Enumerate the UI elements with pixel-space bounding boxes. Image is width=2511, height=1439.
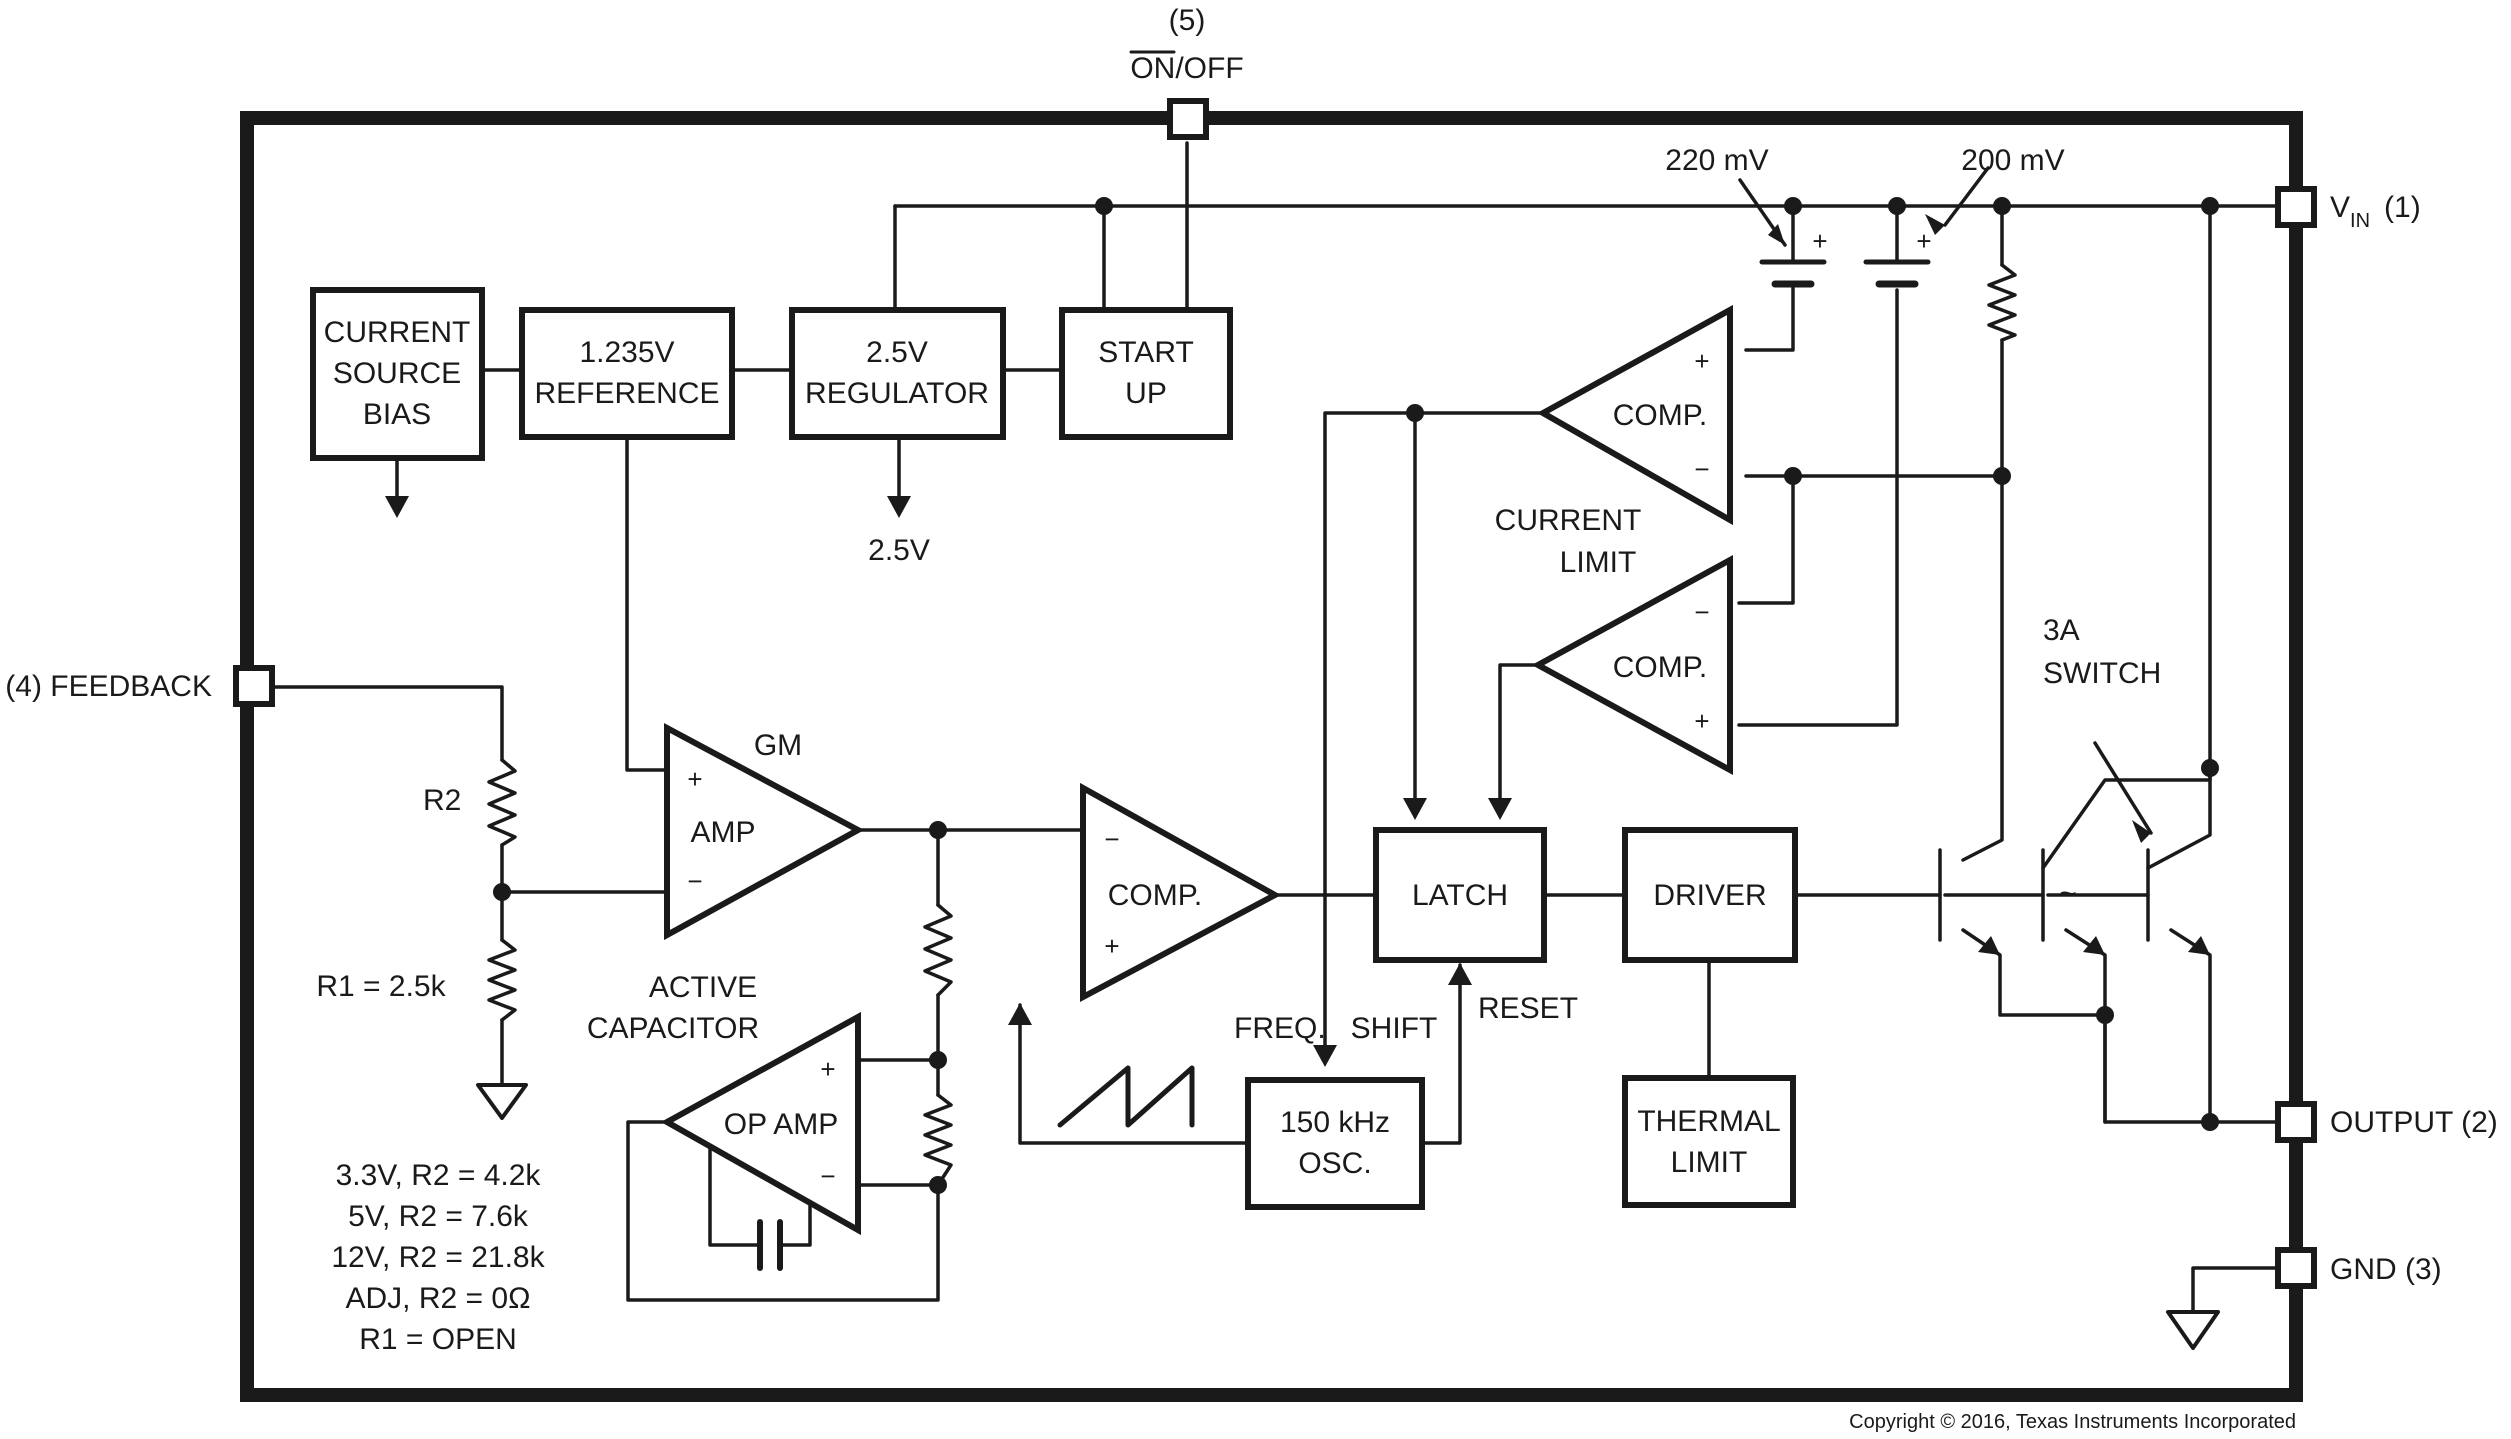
block-reference (519, 307, 735, 440)
junctions (493, 197, 2219, 1194)
resistor-active-cap-bottom (923, 1093, 953, 1187)
comp-mid-minus: − (1694, 597, 1709, 627)
reference-200mv-label: 200 mV (1961, 144, 2064, 177)
bias-line-2: SOURCE (333, 357, 461, 390)
latch-label: LATCH (1412, 879, 1508, 912)
pin-5-on-off (1167, 98, 1209, 140)
bias-line-3: BIAS (363, 398, 431, 431)
pin-1-vin (2275, 186, 2317, 228)
op-amp (660, 1011, 861, 1236)
switch-line-2: SWITCH (2043, 657, 2161, 690)
driver-label: DRIVER (1653, 879, 1766, 912)
comp-mid-label: COMP. (1613, 651, 1707, 684)
block-driver (1622, 827, 1798, 963)
switch-line-1: 3A (2043, 614, 2080, 647)
comp-top-minus: − (1694, 454, 1709, 484)
comp-main-minus: − (1104, 824, 1119, 854)
battery-220-plus: + (1812, 226, 1827, 256)
pin-2-label: OUTPUT (2) (2330, 1106, 2498, 1139)
block-oscillator (1245, 1077, 1425, 1210)
reference-line-1: 1.235V (579, 336, 674, 369)
comp-mid-plus: + (1694, 706, 1709, 736)
config-row-5: R1 = OPEN (359, 1323, 517, 1356)
thermal-line-2: LIMIT (1671, 1146, 1748, 1179)
comp-top-label: COMP. (1613, 399, 1707, 432)
resistors (487, 263, 2017, 1187)
block-current-source-bias (310, 287, 485, 461)
resistor-r1 (487, 938, 517, 1022)
battery-200-plus: + (1916, 226, 1931, 256)
op-amp-plus: + (820, 1054, 835, 1084)
start-up-line-1: START (1098, 336, 1194, 369)
pin-2-output (2275, 1101, 2317, 1143)
block-regulator (789, 307, 1006, 440)
pin-3-gnd (2275, 1247, 2317, 1289)
regulator-line-1: 2.5V (866, 336, 928, 369)
resistor-active-cap-top (923, 903, 953, 997)
block-latch (1373, 827, 1547, 963)
regulator-line-2: REGULATOR (805, 377, 989, 410)
config-row-4: ADJ, R2 = 0Ω (346, 1282, 531, 1315)
darlington-tilde: ~ (2059, 877, 2077, 910)
current-limit-line-1: CURRENT (1495, 504, 1642, 537)
thermal-line-1: THERMAL (1637, 1105, 1780, 1138)
gm-amplifier (664, 722, 865, 941)
comp-main-label: COMP. (1108, 879, 1202, 912)
osc-line-2: OSC. (1298, 1147, 1371, 1180)
config-row-2: 5V, R2 = 7.6k (348, 1200, 529, 1233)
regulator-output-label: 2.5V (868, 534, 930, 567)
active-capacitor-line-1: ACTIVE (649, 971, 757, 1004)
config-row-1: 3.3V, R2 = 4.2k (336, 1159, 542, 1192)
current-limit-line-2: LIMIT (1560, 546, 1637, 579)
reference-220mv-label: 220 mV (1665, 144, 1768, 177)
comparator-pwm (1080, 782, 1282, 1002)
pin-3-label: GND (3) (2330, 1253, 2442, 1286)
gm-amp-label: AMP (690, 816, 755, 849)
block-thermal-limit (1622, 1075, 1796, 1208)
battery-200mv (1863, 259, 1931, 288)
sawtooth-waveform (1057, 1065, 1195, 1128)
op-amp-label: OP AMP (724, 1108, 839, 1141)
comparator-current-limit-bottom (1531, 554, 1733, 776)
block-start-up (1059, 307, 1233, 440)
reset-label: RESET (1478, 992, 1578, 1025)
pin-4-feedback (233, 665, 275, 707)
bias-line-1: CURRENT (324, 316, 471, 349)
resistor-sense (1987, 263, 2017, 342)
reference-line-2: REFERENCE (534, 377, 719, 410)
pin-4-label: (4) FEEDBACK (5, 670, 212, 703)
gm-label: GM (754, 729, 802, 762)
pin-1-label: VIN(1) (2330, 191, 2421, 232)
resistor-r2 (487, 758, 517, 847)
start-up-line-2: UP (1125, 377, 1167, 410)
gm-amp-plus: + (687, 764, 702, 794)
op-amp-minus: − (820, 1161, 835, 1191)
r1-label: R1 = 2.5k (316, 970, 446, 1003)
copyright: Copyright © 2016, Texas Instruments Inco… (1849, 1411, 2296, 1433)
config-row-3: 12V, R2 = 21.8k (331, 1241, 545, 1274)
pin-5-label: ON/OFF (1130, 52, 1243, 85)
comp-top-plus: + (1694, 346, 1709, 376)
osc-line-1: 150 kHz (1280, 1106, 1390, 1139)
battery-220mv (1759, 259, 1827, 288)
wiring (270, 141, 2280, 1314)
r2-label: R2 (423, 784, 461, 817)
gm-amp-minus: − (687, 866, 702, 896)
active-capacitor-line-2: CAPACITOR (587, 1012, 759, 1045)
comp-main-plus: + (1104, 931, 1119, 961)
capacitor-op-amp (757, 1219, 783, 1271)
comparator-current-limit-top (1536, 304, 1733, 526)
ic-package-outline (240, 111, 2303, 1402)
freq-shift-label: FREQ. SHIFT (1234, 1012, 1437, 1045)
ground-symbol-feedback (476, 1083, 528, 1120)
ground-symbol-gnd (2166, 1310, 2220, 1350)
pin-5-number: (5) (1169, 4, 1206, 37)
